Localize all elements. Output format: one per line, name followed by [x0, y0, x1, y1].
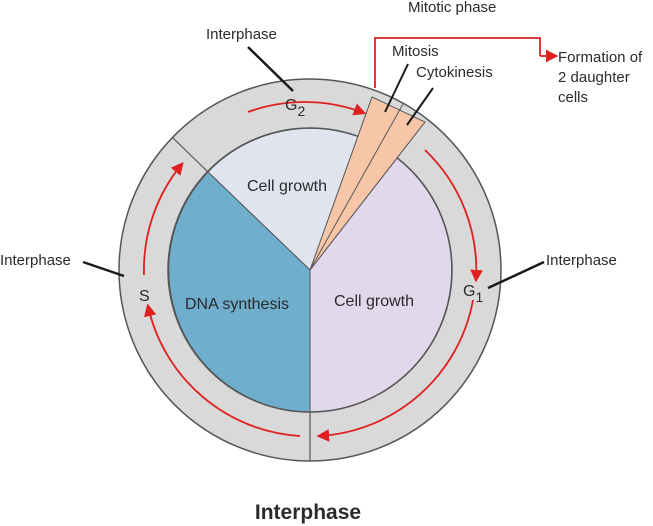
sector-label-g1: Cell growth: [334, 293, 414, 310]
interphase-left-label: Interphase: [0, 252, 71, 269]
g2-label: G2: [285, 97, 305, 119]
formation-label-line3: cells: [558, 89, 588, 106]
diagram-title: Interphase: [255, 501, 361, 524]
mitotic-phase-label: Mitotic phase: [408, 0, 496, 16]
cytokinesis-label: Cytokinesis: [416, 64, 493, 81]
leader-interphase-left: [82, 260, 125, 278]
g2-subscript: 2: [297, 103, 305, 119]
g1-label: G1: [463, 283, 483, 305]
leader-interphase-top: [247, 46, 294, 92]
interphase-top-label: Interphase: [206, 26, 277, 43]
g1-letter: G: [463, 283, 475, 300]
mitosis-cytokinesis-divider: [309, 103, 404, 271]
leader-mitosis: [384, 63, 409, 113]
g1-subscript: 1: [475, 289, 483, 305]
s-label: S: [139, 288, 150, 305]
sector-label-g2: Cell growth: [247, 178, 327, 195]
leader-interphase-right: [487, 260, 545, 290]
cycle-arrow-bottom: [316, 299, 474, 442]
formation-label-line2: 2 daughter: [558, 69, 630, 86]
interphase-right-label: Interphase: [546, 252, 617, 269]
divider-g2-s: [172, 137, 209, 173]
cycle-arrow-g1: [424, 149, 483, 283]
g2-letter: G: [285, 97, 297, 114]
mitotic-wedge: [309, 96, 426, 271]
cycle-arrow-g2: [247, 101, 367, 116]
mitosis-label: Mitosis: [392, 43, 439, 60]
cycle-arrow-s-upper: [143, 162, 184, 276]
leader-cytokinesis: [406, 87, 434, 126]
sector-label-s: DNA synthesis: [185, 296, 289, 313]
mitotic-phase-bracket: [374, 37, 541, 88]
formation-label-line1: Formation of: [558, 49, 643, 66]
cycle-arrow-s-lower: [144, 303, 301, 437]
